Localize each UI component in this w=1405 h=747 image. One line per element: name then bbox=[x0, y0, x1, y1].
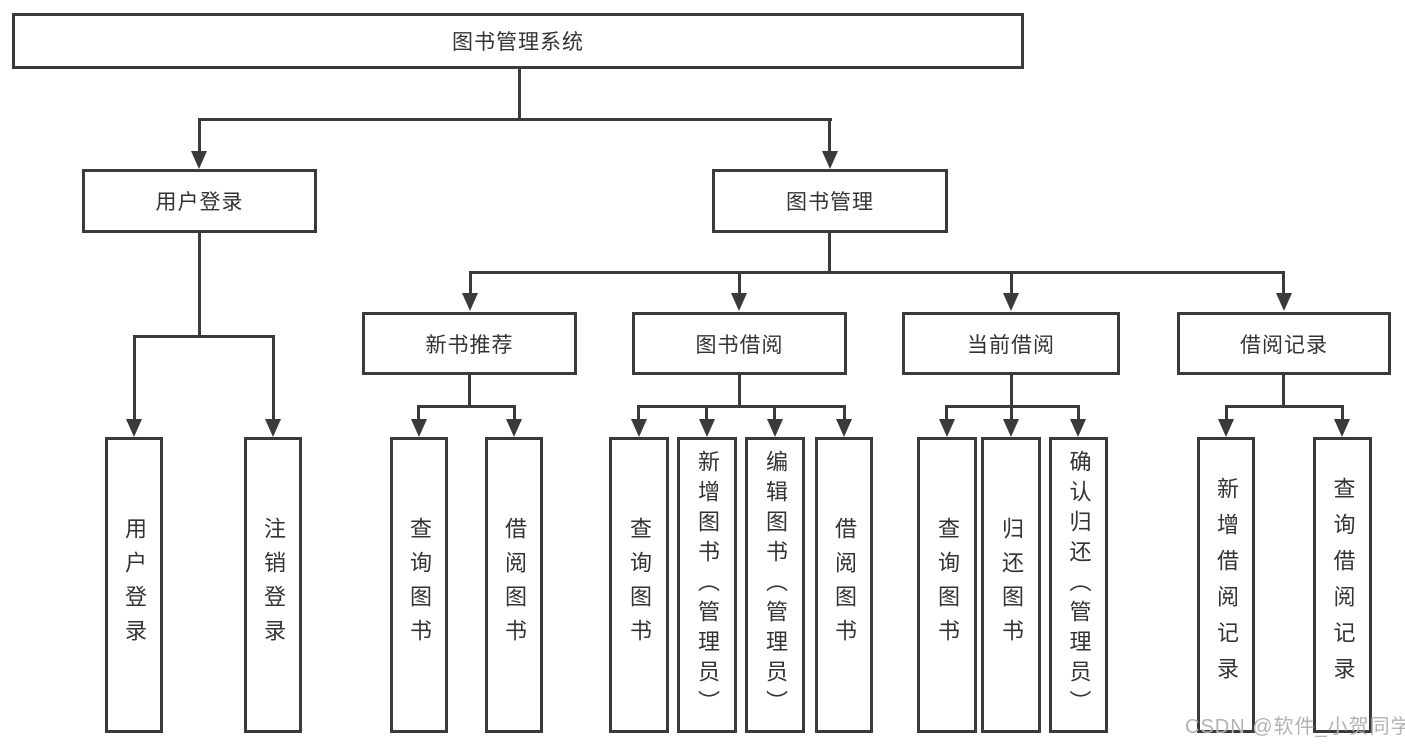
leaf-add-book-admin-label: 新增图书（管理员） bbox=[695, 450, 720, 720]
arrowhead-g4-leaf1-icon bbox=[939, 419, 955, 437]
connector-g5-trunk bbox=[1282, 375, 1285, 407]
connector-g3-trunk bbox=[738, 375, 741, 407]
leaf-user-login-label: 用户登录 bbox=[122, 517, 147, 653]
arrowhead-book-borrow-icon bbox=[731, 293, 747, 311]
connector-g5-leaf1-stem bbox=[1225, 405, 1228, 421]
node-book-borrow: 图书借阅 bbox=[632, 312, 847, 375]
arrowhead-new-book-icon bbox=[462, 293, 478, 311]
connector-g5-rail bbox=[1225, 405, 1344, 408]
arrowhead-g4-leaf2-icon bbox=[1003, 419, 1019, 437]
connector-user-login-stem bbox=[198, 118, 201, 153]
connector-current-borrow-stem bbox=[1010, 271, 1013, 295]
node-library-system: 图书管理系统 bbox=[12, 13, 1024, 69]
node-user-login-label: 用户登录 bbox=[155, 191, 244, 214]
arrowhead-login-leaf-icon bbox=[126, 419, 142, 437]
arrowhead-g2-leaf2-icon bbox=[506, 419, 522, 437]
connector-book-mgmt-stem bbox=[828, 118, 831, 153]
connector-book-mgmt-trunk bbox=[828, 233, 831, 274]
arrowhead-g5-leaf2-icon bbox=[1334, 419, 1350, 437]
leaf-add-book-admin: 新增图书（管理员） bbox=[677, 437, 737, 733]
arrowhead-user-login-icon bbox=[191, 151, 207, 169]
connector-g3-leaf1-stem bbox=[637, 405, 640, 421]
connector-g4-leaf3-stem bbox=[1077, 405, 1080, 421]
leaf-edit-book-admin-label: 编辑图书（管理员） bbox=[763, 450, 788, 720]
leaf-confirm-return-admin: 确认归还（管理员） bbox=[1049, 437, 1108, 733]
connector-new-book-stem bbox=[469, 271, 472, 295]
arrowhead-g3-leaf3-icon bbox=[767, 419, 783, 437]
arrowhead-g2-leaf1-icon bbox=[411, 419, 427, 437]
node-current-borrow-label: 当前借阅 bbox=[967, 333, 1055, 357]
leaf-add-borrow-record-label: 新增借阅记录 bbox=[1214, 477, 1239, 693]
leaf-query-book-1-label: 查询图书 bbox=[407, 517, 432, 653]
connector-borrow-record-stem bbox=[1282, 271, 1285, 295]
leaf-query-book-1: 查询图书 bbox=[390, 437, 448, 733]
node-new-book-recommend: 新书推荐 bbox=[362, 312, 577, 375]
connector-g5-leaf2-stem bbox=[1341, 405, 1344, 421]
connector-g2-rail bbox=[417, 405, 516, 408]
leaf-add-borrow-record: 新增借阅记录 bbox=[1197, 437, 1255, 733]
leaf-borrow-book-2-label: 借阅图书 bbox=[832, 517, 857, 653]
leaf-edit-book-admin: 编辑图书（管理员） bbox=[745, 437, 805, 733]
arrowhead-book-mgmt-icon bbox=[822, 151, 838, 169]
leaf-return-book: 归还图书 bbox=[981, 437, 1041, 733]
connector-user-login-trunk bbox=[198, 233, 201, 338]
leaf-user-login: 用户登录 bbox=[105, 437, 163, 733]
node-book-management-label: 图书管理 bbox=[786, 191, 874, 214]
leaf-borrow-book-1: 借阅图书 bbox=[485, 437, 543, 733]
arrowhead-logout-leaf-icon bbox=[265, 419, 281, 437]
node-new-book-recommend-label: 新书推荐 bbox=[425, 333, 514, 357]
connector-g4-trunk bbox=[1010, 375, 1013, 407]
connector-g3-leaf4-stem bbox=[843, 405, 846, 421]
arrowhead-g3-leaf1-icon bbox=[631, 419, 647, 437]
arrowhead-g3-leaf2-icon bbox=[699, 419, 715, 437]
leaf-confirm-return-admin-label: 确认归还（管理员） bbox=[1066, 450, 1092, 720]
node-book-management: 图书管理 bbox=[712, 169, 948, 233]
node-library-system-label: 图书管理系统 bbox=[452, 31, 584, 54]
leaf-query-borrow-record: 查询借阅记录 bbox=[1313, 437, 1372, 733]
csdn-watermark: CSDN @软件_小贺同学 bbox=[1185, 716, 1405, 738]
connector-level2-rail bbox=[198, 118, 832, 121]
connector-logout-leaf-stem bbox=[272, 335, 275, 421]
connector-g3-leaf3-stem bbox=[773, 405, 776, 421]
connector-g4-leaf2-stem bbox=[1010, 405, 1013, 421]
leaf-logout: 注销登录 bbox=[244, 437, 302, 733]
arrowhead-g4-leaf3-icon bbox=[1070, 419, 1086, 437]
leaf-query-book-2-label: 查询图书 bbox=[627, 517, 652, 653]
arrowhead-borrow-record-icon bbox=[1276, 293, 1292, 311]
leaf-logout-label: 注销登录 bbox=[261, 517, 286, 653]
connector-root-trunk bbox=[518, 69, 521, 121]
node-current-borrow: 当前借阅 bbox=[902, 312, 1120, 375]
node-borrow-record: 借阅记录 bbox=[1177, 312, 1391, 375]
connector-g2-leaf1-stem bbox=[417, 405, 420, 421]
leaf-borrow-book-1-label: 借阅图书 bbox=[502, 517, 527, 653]
leaf-borrow-book-2: 借阅图书 bbox=[815, 437, 873, 733]
connector-g2-leaf2-stem bbox=[513, 405, 516, 421]
leaf-query-book-3: 查询图书 bbox=[917, 437, 977, 733]
arrowhead-current-borrow-icon bbox=[1003, 293, 1019, 311]
leaf-query-borrow-record-label: 查询借阅记录 bbox=[1330, 477, 1356, 693]
connector-user-login-rail bbox=[133, 335, 275, 338]
node-borrow-record-label: 借阅记录 bbox=[1240, 333, 1328, 357]
arrowhead-g5-leaf1-icon bbox=[1218, 419, 1234, 437]
leaf-query-book-2: 查询图书 bbox=[609, 437, 669, 733]
connector-g3-rail bbox=[637, 405, 846, 408]
connector-book-borrow-stem bbox=[738, 271, 741, 295]
connector-g3-leaf2-stem bbox=[705, 405, 708, 421]
leaf-query-book-3-label: 查询图书 bbox=[935, 517, 960, 653]
node-book-borrow-label: 图书借阅 bbox=[695, 333, 784, 357]
leaf-return-book-label: 归还图书 bbox=[999, 517, 1024, 653]
connector-g4-leaf1-stem bbox=[945, 405, 948, 421]
connector-level3-rail bbox=[469, 271, 1285, 274]
connector-login-leaf-stem bbox=[133, 335, 136, 421]
connector-g2-trunk bbox=[468, 375, 471, 407]
node-user-login: 用户登录 bbox=[82, 169, 317, 233]
arrowhead-g3-leaf4-icon bbox=[836, 419, 852, 437]
